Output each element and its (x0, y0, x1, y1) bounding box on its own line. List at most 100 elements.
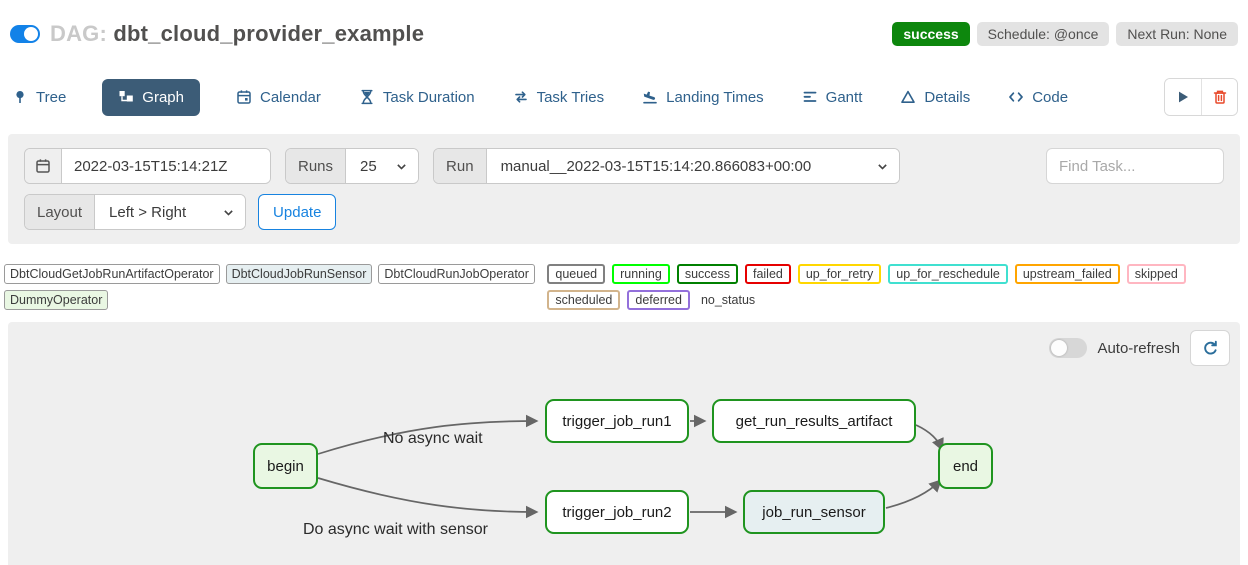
refresh-icon (1202, 340, 1219, 357)
layout-select[interactable]: Left > Right (95, 195, 246, 229)
status-badge-deferred: deferred (627, 290, 690, 310)
status-badge-scheduled: scheduled (547, 290, 621, 310)
repeat-icon (513, 89, 529, 105)
tab-label: Landing Times (666, 88, 764, 106)
status-badge-up_for_reschedule: up_for_reschedule (888, 264, 1008, 284)
operator-badge: DbtCloudGetJobRunArtifactOperator (4, 264, 220, 284)
tab-label: Details (924, 88, 971, 106)
update-button[interactable]: Update (258, 194, 337, 230)
node-trigger_job_run2[interactable]: trigger_job_run2 (545, 490, 689, 534)
layout-value: Left > Right (109, 203, 187, 221)
run-select[interactable]: manual__2022-03-15T15:14:20.866083+00:00 (486, 149, 899, 183)
edge-label: Do async wait with sensor (303, 521, 488, 538)
tab-label: Tree (36, 88, 67, 106)
tab-gantt[interactable]: Gantt (800, 79, 865, 116)
gantt-icon (802, 89, 818, 105)
trash-icon (1212, 89, 1228, 105)
status-badge-failed: failed (744, 264, 791, 284)
node-get_run_results_artifact[interactable]: get_run_results_artifact (712, 399, 916, 443)
delete-dag-button[interactable] (1201, 79, 1237, 115)
layout-group: Layout Left > Right (24, 194, 247, 230)
schedule-badge: Schedule: @once (976, 22, 1110, 46)
dag-label: DAG: (50, 21, 108, 46)
play-icon (1175, 89, 1191, 105)
dag-edges (317, 414, 944, 519)
edge-begin-trigger2 (317, 477, 539, 519)
graph-controls: Auto-refresh (1049, 330, 1230, 366)
run-group: Run manual__2022-03-15T15:14:20.866083+0… (433, 148, 900, 184)
triangle-icon (900, 89, 916, 105)
sitemap-icon (118, 89, 134, 105)
auto-refresh-toggle[interactable] (1049, 338, 1088, 358)
tab-landing-times[interactable]: Landing Times (640, 79, 766, 116)
tab-details[interactable]: Details (898, 79, 972, 116)
edge-label: No async wait (383, 430, 483, 447)
edge-sensor-end (885, 479, 942, 509)
tab-label: Task Tries (536, 88, 605, 106)
node-end[interactable]: end (938, 443, 993, 489)
dag-header: DAG: dbt_cloud_provider_example success … (0, 0, 1248, 50)
status-badge-up_for_retry: up_for_retry (797, 264, 882, 284)
status-badge-success: success (676, 264, 738, 284)
calendar-icon (35, 158, 51, 174)
dag-name: dbt_cloud_provider_example (113, 21, 425, 46)
status-badge-running: running (612, 264, 670, 284)
chevron-down-icon (395, 160, 408, 173)
status-badge-queued: queued (547, 264, 606, 284)
tab-label: Task Duration (382, 88, 475, 106)
next-run-badge: Next Run: None (1116, 22, 1238, 46)
edge-artifact-end (915, 424, 944, 452)
base-date-group (24, 148, 271, 184)
base-date-input[interactable] (62, 149, 270, 183)
find-task-input[interactable] (1046, 148, 1224, 184)
find-task-wrapper (1046, 148, 1224, 184)
node-job_run_sensor[interactable]: job_run_sensor (743, 490, 885, 534)
page-title: DAG: dbt_cloud_provider_example (50, 21, 424, 47)
header-badges: success Schedule: @once Next Run: None (892, 22, 1238, 46)
status-badge-skipped: skipped (1126, 264, 1186, 284)
view-tabbar: Tree Graph Calendar Task Duration Task Tries… (0, 76, 1248, 118)
status-badge: success (892, 22, 970, 46)
runs-label: Runs (286, 149, 347, 183)
dag-pause-toggle[interactable] (10, 25, 40, 43)
date-picker-button[interactable] (25, 149, 62, 183)
filter-panel: Runs 25 Run manual__2022-03-15T15:14:20.… (8, 134, 1240, 244)
tab-label: Gantt (825, 88, 863, 106)
operator-badge: DummyOperator (4, 290, 109, 310)
tab-graph[interactable]: Graph (102, 78, 200, 116)
view-tabs: Tree Graph Calendar Task Duration Task Tries… (10, 78, 1070, 116)
tab-task-tries[interactable]: Task Tries (511, 79, 607, 116)
refresh-button[interactable] (1190, 330, 1230, 366)
hourglass-icon (359, 89, 375, 105)
edge-begin-trigger1 (317, 414, 539, 455)
operator-badge: DbtCloudRunJobOperator (378, 264, 535, 284)
chevron-down-icon (222, 206, 235, 219)
operator-badge: DbtCloudJobRunSensor (225, 264, 373, 284)
graph-panel: Auto-refresh begin trigger_job_run1 get_ru… (8, 322, 1240, 565)
num-runs-value: 25 (360, 157, 377, 175)
num-runs-select[interactable]: 25 (346, 149, 419, 183)
tab-code[interactable]: Code (1006, 79, 1070, 116)
toggle-knob (24, 27, 38, 41)
filter-row-1: Runs 25 Run manual__2022-03-15T15:14:20.… (24, 148, 1224, 184)
tab-label: Calendar (260, 88, 321, 106)
node-begin[interactable]: begin (253, 443, 318, 489)
node-trigger_job_run1[interactable]: trigger_job_run1 (545, 399, 689, 443)
filter-row-2: Layout Left > Right Update (24, 194, 1224, 230)
tab-task-duration[interactable]: Task Duration (357, 79, 477, 116)
run-value: manual__2022-03-15T15:14:20.866083+00:00 (500, 157, 812, 175)
plane-landing-icon (642, 89, 658, 105)
auto-refresh-label: Auto-refresh (1097, 339, 1180, 357)
status-legend: queued running success failed up_for_retry up… (547, 264, 1244, 310)
num-runs-group: Runs 25 (285, 148, 420, 184)
calendar-icon (236, 89, 252, 105)
run-label: Run (434, 149, 487, 183)
chevron-down-icon (876, 160, 889, 173)
layout-label: Layout (25, 195, 96, 229)
trigger-dag-button[interactable] (1165, 79, 1201, 115)
tab-tree[interactable]: Tree (10, 79, 68, 116)
code-icon (1008, 89, 1024, 105)
tab-calendar[interactable]: Calendar (234, 79, 323, 116)
